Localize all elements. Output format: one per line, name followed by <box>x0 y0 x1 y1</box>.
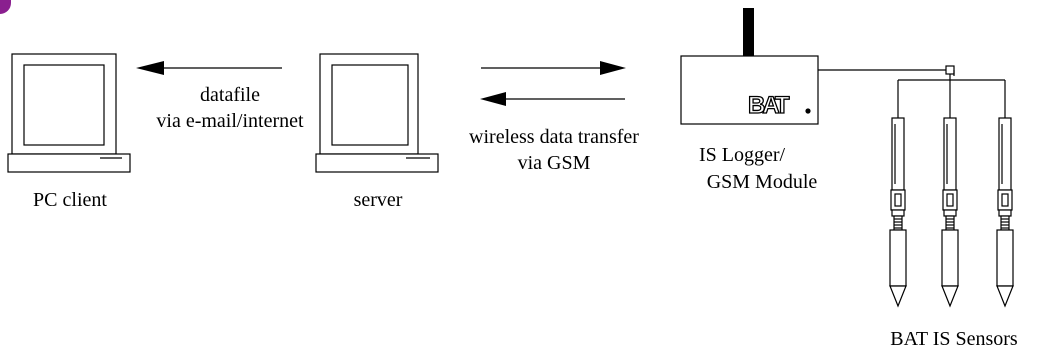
pc-client-screen <box>23 64 105 146</box>
wireless-label-line2: via GSM <box>518 152 591 174</box>
wireless-arrow-right <box>481 61 626 75</box>
server-computer <box>315 53 439 173</box>
server-screen <box>331 64 409 146</box>
sensor-probe-3 <box>996 117 1014 307</box>
datafile-label-line1: datafile <box>200 84 260 106</box>
gsm-antenna <box>743 8 754 58</box>
sensors-label: BAT IS Sensors <box>890 328 1018 350</box>
server-label: server <box>354 189 403 211</box>
pc-client-base <box>7 153 131 173</box>
wireless-arrow-left <box>480 92 625 106</box>
datafile-arrow <box>136 61 282 75</box>
logger-box <box>680 55 819 125</box>
registered-mark <box>805 108 811 114</box>
logger-label-line2: GSM Module <box>707 171 818 193</box>
sensor-probe-2 <box>941 117 959 307</box>
pc-client-label: PC client <box>33 189 107 211</box>
corner-accent-shape <box>0 0 11 14</box>
server-base <box>315 153 439 173</box>
datafile-label-line2: via e-mail/internet <box>156 110 304 132</box>
bat-logo: BAT <box>748 92 790 119</box>
sensor-probe-1 <box>889 117 907 307</box>
logger-label-line1: IS Logger/ <box>699 144 786 166</box>
gsm-logger-module: BAT <box>680 8 819 125</box>
cable-junction <box>945 65 955 75</box>
pc-client-computer <box>7 53 131 173</box>
wireless-label-line1: wireless data transfer <box>469 126 639 148</box>
